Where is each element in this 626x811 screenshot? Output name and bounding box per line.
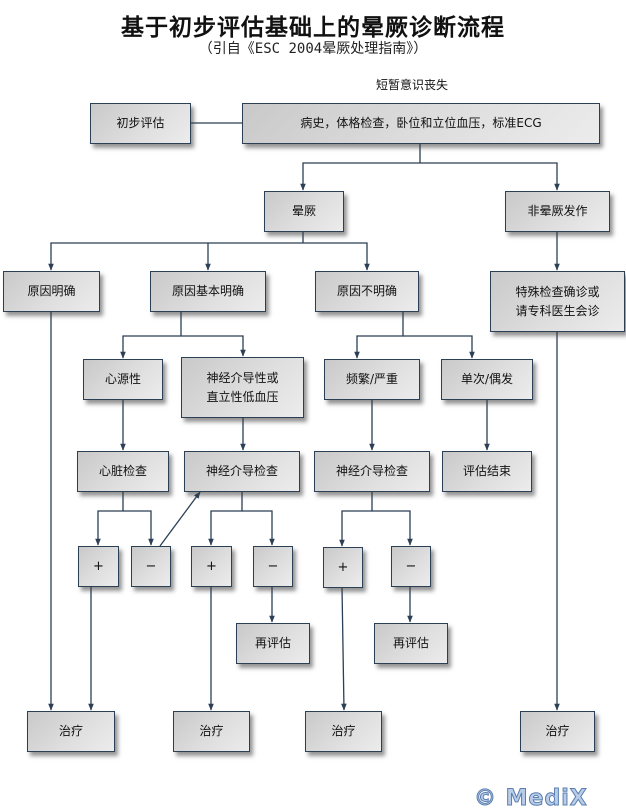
node-positive-3: + (323, 547, 363, 588)
connector-minus-to-neuro (159, 491, 201, 547)
connector-unclear-frequent (354, 311, 404, 359)
node-neuromediated-exam-2: 神经介导检查 (314, 451, 430, 492)
node-cause-mostly-clear: 原因基本明确 (150, 271, 266, 312)
node-cause-unclear: 原因不明确 (315, 271, 419, 312)
connector-neuro2-branch (339, 491, 373, 547)
watermark-logo: © MediX (474, 786, 588, 811)
connector-cardiac-minus (123, 510, 154, 546)
connector-mostly-branch (120, 311, 182, 359)
node-positive-2: + (191, 546, 232, 587)
node-cardiac-exam: 心脏检查 (77, 451, 169, 492)
subtitle: （引自《ESC 2004晕厥处理指南》） (198, 41, 428, 57)
connector-branch-nonsyncope (420, 162, 560, 191)
connector-to-cause-clear (48, 242, 303, 271)
connector-branch-syncope (300, 162, 420, 191)
node-treatment-1: 治疗 (27, 711, 115, 752)
node-treatment-2: 治疗 (173, 711, 250, 752)
page-title: 基于初步评估基础上的晕厥诊断流程 (121, 14, 505, 41)
node-reassess-1: 再评估 (236, 623, 310, 664)
top-label: 短暂意识丧失 (376, 78, 449, 92)
node-neuromediated-orthostatic: 神经介导性或 直立性低血压 (181, 357, 304, 418)
connector-to-cause-unclear (303, 242, 370, 271)
node-syncope: 晕厥 (264, 191, 344, 232)
node-treatment-3: 治疗 (305, 711, 382, 752)
node-single-occasional: 单次/偶发 (441, 359, 533, 400)
connector-cardiac-branch (95, 491, 124, 546)
node-history-exam: 病史，体格检查，卧位和立位血压，标准ECG (242, 103, 600, 144)
node-reassess-2: 再评估 (374, 623, 448, 664)
connector-neuro2-minus (372, 510, 413, 546)
node-non-syncope: 非晕厥发作 (505, 191, 610, 232)
connector-neuro1-minus (242, 510, 275, 546)
node-frequent-severe: 频繁/严重 (324, 359, 420, 400)
connector-unclear-single (403, 335, 475, 359)
node-cardiogenic: 心源性 (83, 359, 163, 400)
node-cause-clear: 原因明确 (3, 271, 100, 312)
node-initial-evaluation: 初步评估 (90, 103, 191, 144)
node-negative-1: − (131, 546, 171, 587)
node-neuromediated-exam-1: 神经介导检查 (184, 451, 300, 492)
node-negative-2: − (253, 546, 293, 587)
connector-mostly-neuro (181, 335, 246, 357)
node-special-tests: 特殊检查确诊或 请专科医生会诊 (490, 271, 625, 332)
node-eval-end: 评估结束 (442, 451, 532, 492)
connector-plus3-treatment (341, 586, 347, 711)
node-negative-3: − (391, 546, 431, 587)
connector-neuro1-branch (208, 491, 243, 546)
node-positive-1: + (78, 546, 119, 587)
node-treatment-4: 治疗 (520, 711, 595, 752)
